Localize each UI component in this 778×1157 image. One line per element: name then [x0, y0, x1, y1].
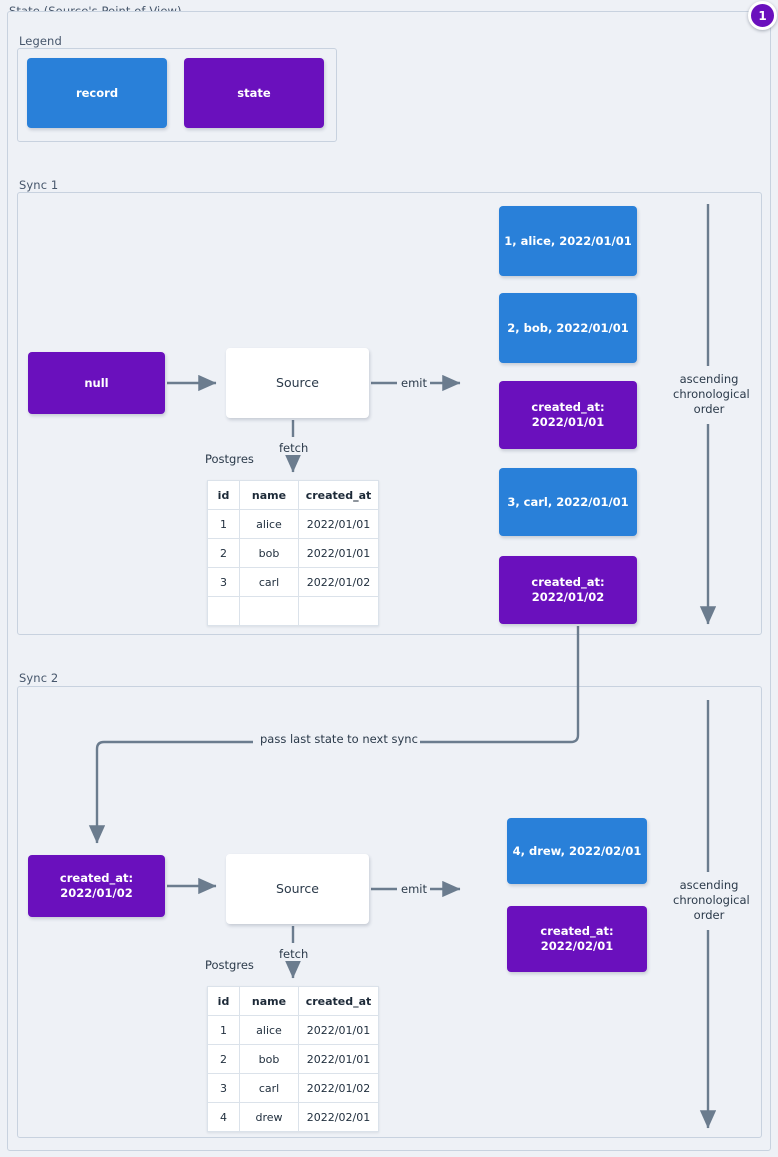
sync1-record-node-3: 3, carl, 2022/01/01 — [499, 468, 637, 536]
legend-swatch-state: state — [184, 58, 324, 128]
table-row-empty — [207, 596, 379, 626]
table-header-row: id name created_at — [207, 480, 379, 510]
column-header-created-at: created_at — [298, 480, 379, 510]
cell-name: bob — [239, 538, 299, 568]
sync2-state-node-4: created_at: 2022/02/01 — [507, 906, 647, 972]
cell-name: bob — [239, 1044, 299, 1074]
sync1-state-node-2: created_at: 2022/01/02 — [499, 556, 637, 624]
sync2-input-state-node: created_at: 2022/01/02 — [28, 855, 165, 917]
sync2-postgres-table: id name created_at 1 alice 2022/01/01 2 … — [207, 986, 379, 1132]
state-key: created_at: — [531, 400, 605, 415]
sync2-emit-label: emit — [399, 882, 429, 896]
cell-name: carl — [239, 567, 299, 597]
sync2-order-label: ascending chronological order — [671, 878, 750, 924]
sync1-fetch-label: fetch — [277, 441, 311, 455]
state-key: created_at: — [531, 575, 605, 590]
sync1-emit-label: emit — [399, 376, 429, 390]
cell-name: alice — [239, 1015, 299, 1045]
state-value: 2022/01/01 — [531, 415, 605, 429]
step-badge[interactable]: 1 — [748, 1, 777, 30]
cell-id: 3 — [207, 1073, 240, 1103]
sync1-input-state-node: null — [28, 352, 165, 414]
pass-state-label: pass last state to next sync — [258, 732, 420, 746]
cell-created-at: 2022/01/02 — [298, 1073, 379, 1103]
sync2-fetch-label: fetch — [277, 947, 311, 961]
column-header-id: id — [207, 480, 240, 510]
sync1-postgres-table: id name created_at 1 alice 2022/01/01 2 … — [207, 480, 379, 626]
column-header-name: name — [239, 480, 299, 510]
legend-swatch-record: record — [27, 58, 167, 128]
sync1-state-node-1: created_at: 2022/01/01 — [499, 381, 637, 449]
legend-title: Legend — [19, 34, 62, 48]
table-row: 2 bob 2022/01/01 — [207, 538, 379, 568]
cell-created-at — [298, 596, 379, 626]
column-header-name: name — [239, 986, 299, 1016]
table-row: 2 bob 2022/01/01 — [207, 1044, 379, 1074]
sync2-database-label: Postgres — [205, 958, 254, 972]
cell-created-at: 2022/01/01 — [298, 509, 379, 539]
cell-id: 1 — [207, 1015, 240, 1045]
cell-id: 3 — [207, 567, 240, 597]
cell-created-at: 2022/01/01 — [298, 538, 379, 568]
state-value: 2022/02/01 — [540, 939, 614, 953]
cell-created-at: 2022/01/01 — [298, 1044, 379, 1074]
sync2-record-node-4: 4, drew, 2022/02/01 — [507, 818, 647, 884]
table-row: 4 drew 2022/02/01 — [207, 1102, 379, 1132]
cell-id: 2 — [207, 538, 240, 568]
state-value: 2022/01/02 — [531, 590, 605, 604]
sync1-source-node: Source — [226, 348, 369, 418]
cell-id — [207, 596, 240, 626]
cell-created-at: 2022/01/02 — [298, 567, 379, 597]
sync1-database-label: Postgres — [205, 452, 254, 466]
cell-id: 4 — [207, 1102, 240, 1132]
sync1-title: Sync 1 — [19, 178, 59, 192]
cell-id: 1 — [207, 509, 240, 539]
cell-name: carl — [239, 1073, 299, 1103]
cell-created-at: 2022/02/01 — [298, 1102, 379, 1132]
state-value: 2022/01/02 — [60, 886, 133, 900]
sync1-record-node-2: 2, bob, 2022/01/01 — [499, 293, 637, 363]
cell-id: 2 — [207, 1044, 240, 1074]
column-header-id: id — [207, 986, 240, 1016]
sync1-record-node-1: 1, alice, 2022/01/01 — [499, 206, 637, 276]
cell-name: alice — [239, 509, 299, 539]
sync2-title: Sync 2 — [19, 671, 59, 685]
table-row: 1 alice 2022/01/01 — [207, 1015, 379, 1045]
state-key: created_at: — [59, 871, 134, 886]
column-header-created-at: created_at — [298, 986, 379, 1016]
table-row: 3 carl 2022/01/02 — [207, 1073, 379, 1103]
table-header-row: id name created_at — [207, 986, 379, 1016]
state-key: created_at: — [540, 924, 614, 939]
sync1-order-label: ascending chronological order — [671, 372, 750, 418]
cell-created-at: 2022/01/01 — [298, 1015, 379, 1045]
sync2-source-node: Source — [226, 854, 369, 924]
cell-name: drew — [239, 1102, 299, 1132]
table-row: 3 carl 2022/01/02 — [207, 567, 379, 597]
cell-name — [239, 596, 299, 626]
table-row: 1 alice 2022/01/01 — [207, 509, 379, 539]
